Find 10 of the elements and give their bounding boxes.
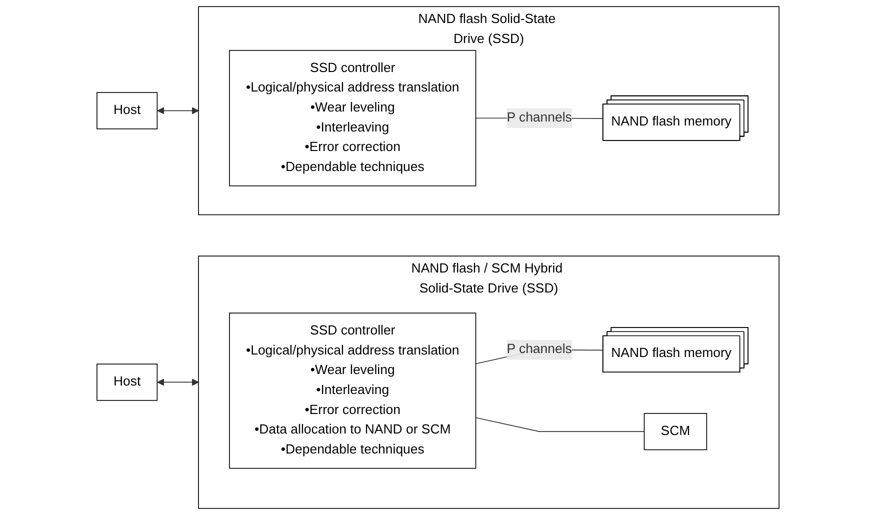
node-box: Host bbox=[96, 92, 158, 130]
arrow bbox=[157, 107, 199, 114]
node-box: Host bbox=[96, 364, 158, 401]
edge-label: P channels bbox=[506, 342, 572, 356]
arrow bbox=[157, 378, 199, 386]
node-box: SCM bbox=[644, 413, 708, 450]
connector bbox=[475, 417, 645, 432]
edge-label: P channels bbox=[506, 110, 572, 125]
node-box: SSD controller •Logical/physical address translation •Wear leveling •Interleaving •Error correction •Data allocation to NAND or SCM •Dependable techniques bbox=[229, 312, 476, 469]
node-box: SSD controller •Logical/physical address translation •Wear leveling •Interleaving •Error correction •Dependable techniques bbox=[229, 50, 476, 186]
